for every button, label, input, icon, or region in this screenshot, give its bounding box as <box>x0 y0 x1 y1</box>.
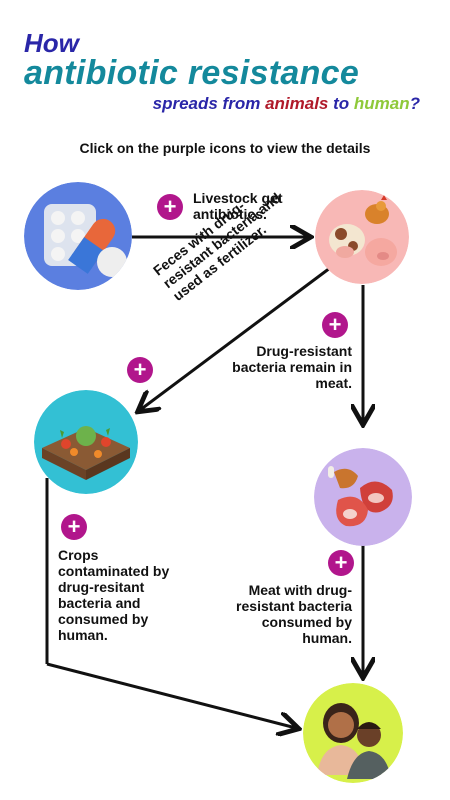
farm-animals-icon <box>315 190 409 284</box>
meat-bacteria-label: Drug-resistant bacteria remain in meat. <box>232 343 352 391</box>
title-how: How <box>24 28 79 58</box>
raw-meat-icon <box>314 448 412 546</box>
title-main: antibiotic resistance <box>24 54 360 92</box>
subtitle-part: to <box>328 94 354 113</box>
feces-details-button[interactable]: + <box>127 357 153 383</box>
people-icon <box>303 683 403 783</box>
subtitle-part: spreads from <box>152 94 266 113</box>
medicine-pills-icon <box>24 182 132 290</box>
livestock-label: Livestock get antibiotics. <box>193 190 283 222</box>
meat-consumed-details-button[interactable]: + <box>328 550 354 576</box>
meat-bacteria-details-button[interactable]: + <box>322 312 348 338</box>
subtitle-human: human <box>353 94 410 113</box>
crops-label: Crops contaminated by drug-resitant bact… <box>58 547 170 643</box>
vegetable-garden-icon <box>34 390 138 494</box>
arrow-garden-to-people <box>46 662 296 728</box>
instruction-text: Click on the purple icons to view the de… <box>79 140 371 156</box>
livestock-details-button[interactable]: + <box>157 194 183 220</box>
crops-details-button[interactable]: + <box>61 514 87 540</box>
title-subtitle: spreads from animals to human? <box>153 95 420 112</box>
subtitle-animals: animals <box>265 94 329 113</box>
meat-consumed-label: Meat with drug-resistant bacteria consum… <box>236 582 352 646</box>
subtitle-question: ? <box>409 94 420 113</box>
arrow-animals-to-garden <box>140 266 331 410</box>
